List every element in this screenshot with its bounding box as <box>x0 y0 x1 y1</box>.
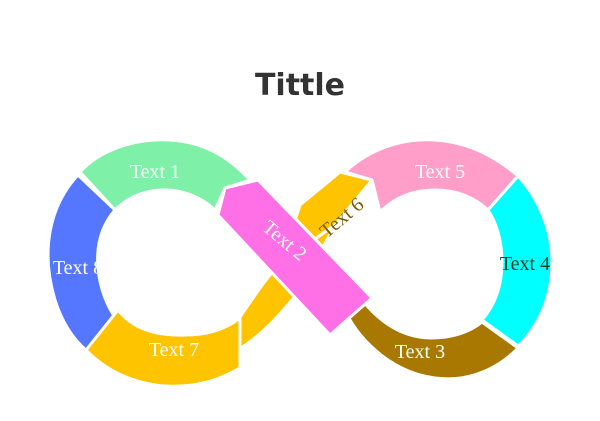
segment-text3[interactable] <box>338 296 520 381</box>
label-text8: Text 8 <box>53 257 103 279</box>
segment-text1[interactable] <box>78 138 252 212</box>
diagram-title: Tittle <box>254 68 346 103</box>
label-text5: Text 5 <box>415 161 465 183</box>
segment-text4[interactable] <box>480 174 554 348</box>
label-text3: Text 3 <box>395 341 445 363</box>
segment-text7[interactable] <box>84 308 242 388</box>
label-text7: Text 7 <box>149 339 199 361</box>
segment-text2[interactable] <box>216 178 374 337</box>
label-text1: Text 1 <box>130 161 180 183</box>
label-text4: Text 4 <box>500 253 550 275</box>
